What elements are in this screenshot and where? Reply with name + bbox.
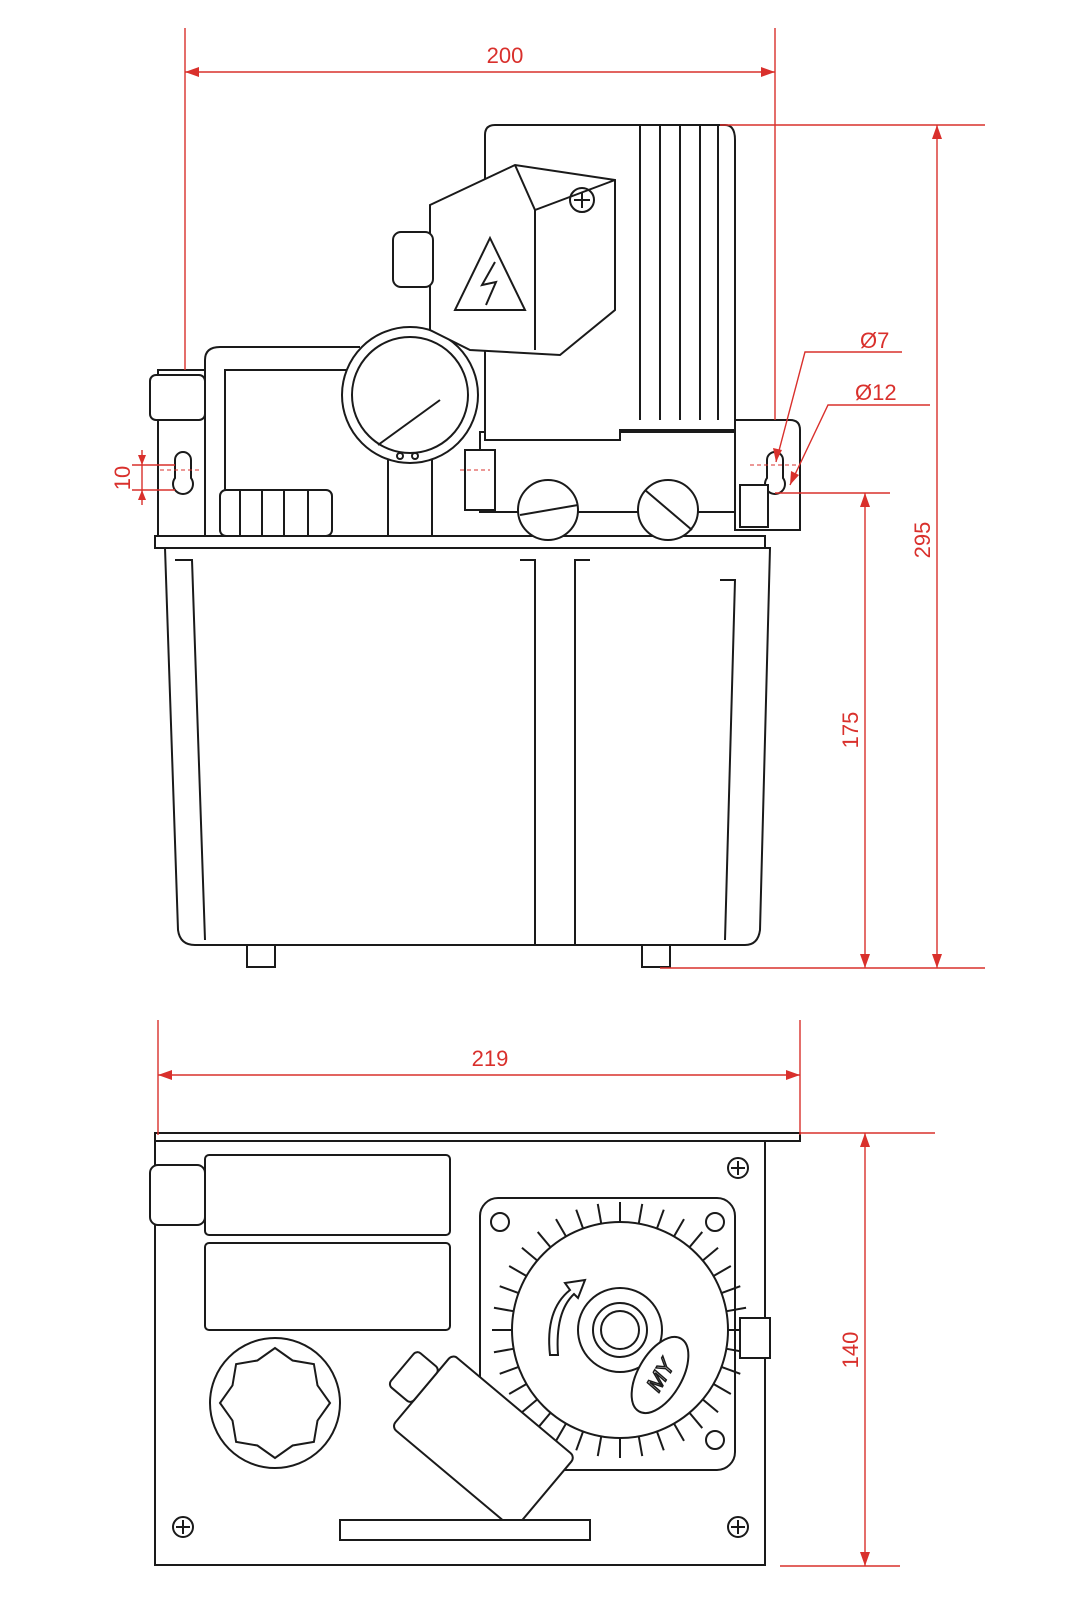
foot-right <box>641 944 671 968</box>
front-view <box>149 124 801 968</box>
tank-left-window <box>175 559 536 945</box>
oil-tank <box>163 547 772 946</box>
top-plate <box>154 535 766 549</box>
gauge-dial <box>351 336 469 454</box>
high-voltage-warning-icon <box>453 235 527 311</box>
gauge-needle <box>377 399 441 446</box>
top-dimensions: 219 140 <box>157 1020 935 1567</box>
pressure-gauge <box>341 326 479 464</box>
tank-right-window <box>574 559 737 945</box>
dim-140-label: 140 <box>838 1332 863 1369</box>
pump-port <box>464 449 496 511</box>
shaft-ring <box>577 1287 663 1373</box>
foot-left <box>246 944 276 968</box>
plate-flange <box>154 1132 801 1142</box>
box-connector <box>392 231 434 288</box>
dim-10-label: 10 <box>110 466 135 490</box>
outlet-top <box>739 1317 771 1359</box>
top-view: MY <box>149 1132 801 1566</box>
box-screw <box>569 187 595 213</box>
junction-box <box>429 163 616 357</box>
dim-295-label: 295 <box>910 522 935 559</box>
left-slot <box>172 451 194 495</box>
motor-top <box>511 1221 729 1439</box>
dim-200-label: 200 <box>487 43 524 68</box>
rotation-arrow-icon <box>548 1278 587 1356</box>
filler-cap-top <box>209 1337 341 1469</box>
dim-175-label: 175 <box>838 712 863 749</box>
dim-219-label: 219 <box>472 1046 509 1071</box>
pump-base-top <box>339 1519 591 1541</box>
cable-gland <box>149 374 206 421</box>
solenoid-box-top <box>388 1351 574 1529</box>
motor-housing-top <box>204 1154 451 1236</box>
frame <box>204 346 360 536</box>
dim-hole-7-label: Ø7 <box>860 328 889 353</box>
mount-screws <box>172 1157 749 1538</box>
gauge-housing-top <box>204 1242 451 1331</box>
motor-fins <box>639 125 719 420</box>
front-dimensions: 200 295 175 10 Ø7 Ø12 <box>110 28 985 969</box>
filler-cap-star <box>218 1346 332 1460</box>
dim-hole-12-label: Ø12 <box>855 380 897 405</box>
filler-cap-ribs <box>239 490 309 536</box>
filler-cap <box>219 489 333 537</box>
brand-logo: MY <box>630 1336 690 1414</box>
gauge-stem <box>387 454 433 537</box>
outlet-fitting <box>739 484 769 528</box>
cable-gland-top <box>149 1164 206 1226</box>
